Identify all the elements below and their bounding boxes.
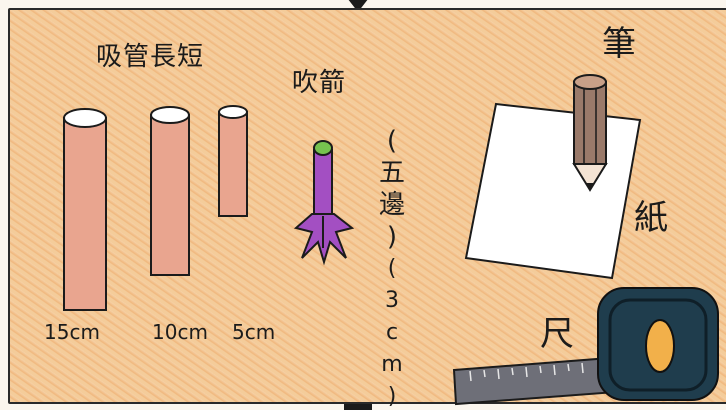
rocket-note-char: ) (386, 222, 398, 252)
rocket-note-char: c (385, 320, 399, 345)
paper-label: 紙 (634, 198, 668, 238)
pen-icon (572, 74, 608, 192)
ruler-icon (452, 356, 618, 406)
straw-section-title: 吸管長短 (96, 42, 205, 72)
bottom-notch-icon (344, 404, 372, 410)
rocket-note-char: 邊 (378, 190, 405, 220)
rocket-note-char: 3 (385, 288, 399, 313)
rocket-note: ( 五 邊 ) ( 3 c m ) (374, 125, 410, 410)
rocket-section-title: 吹箭 (292, 68, 347, 98)
paper-sheet (464, 102, 642, 280)
rocket-note-char: 五 (378, 158, 405, 188)
rocket-note-char: m (381, 352, 403, 377)
straw-15cm (63, 108, 107, 311)
straw-10cm-label: 10cm (152, 320, 208, 344)
tape-measure-icon (597, 287, 719, 401)
rocket-note-char: ( (386, 126, 398, 156)
paper-rocket (293, 140, 355, 266)
straw-10cm (150, 106, 190, 276)
rocket-note-char: ( (387, 256, 397, 281)
straw-5cm-label: 5cm (232, 320, 276, 344)
pen-label: 筆 (602, 24, 636, 64)
rocket-note-char: ) (387, 384, 397, 409)
ruler-label: 尺 (540, 314, 574, 354)
straw-5cm (218, 105, 248, 217)
straw-15cm-label: 15cm (44, 320, 100, 344)
